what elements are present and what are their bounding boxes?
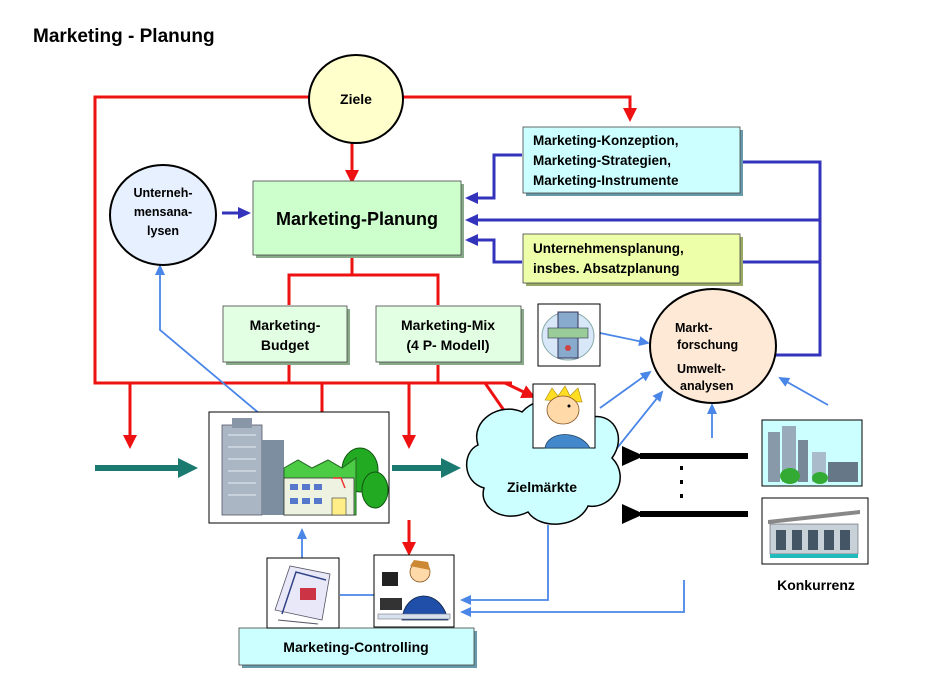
ziele-node: Ziele: [308, 54, 404, 144]
analysen-line-1: Unterneh-: [133, 186, 192, 200]
research-device-icon: [537, 303, 601, 367]
red-line-left-loop: [93, 95, 512, 385]
light-blue-arrows: [155, 264, 829, 617]
planung-label: Marketing-Planung: [276, 209, 438, 229]
konkurrenz-label: Konkurrenz: [777, 577, 855, 593]
konzeption-node: Marketing-Konzeption, Marketing-Strategi…: [522, 126, 743, 196]
marktforschung-node: Markt- forschung Umwelt- analysen: [649, 288, 777, 404]
worker-at-desk-icon: [373, 554, 455, 628]
blue-arrow-unternehmensplanung-to-planung: [465, 234, 522, 264]
marktforschung-line-1: Markt-: [675, 321, 713, 335]
page-title: Marketing - Planung: [33, 26, 215, 47]
mix-line-2: (4 P- Modell): [406, 337, 489, 353]
red-line-to-mix: [352, 273, 440, 305]
unternehmensanalysen-node: Unterneh- mensana- lysen: [109, 164, 217, 266]
zielmaerkte-label: Zielmärkte: [507, 479, 577, 495]
marktforschung-line-4: analysen: [680, 379, 734, 393]
lblue-arrow-device-to-research: [599, 332, 650, 347]
lblue-arrow-konkurrenz-to-research: [778, 377, 829, 406]
budget-line-2: Budget: [261, 337, 310, 353]
marketing-planung-node: Marketing-Planung: [252, 180, 464, 258]
city-skyline-icon: [761, 419, 863, 487]
unternehmensplanung-line-2: insbes. Absatzplanung: [533, 261, 680, 276]
business-person-icon: [532, 383, 596, 449]
flow-arrows: [95, 446, 748, 524]
store-building-icon: [761, 497, 869, 565]
marketing-controlling-node: Marketing-Controlling: [238, 627, 477, 668]
lblue-arrow-to-analysen: [155, 264, 286, 436]
blue-arrows: [222, 153, 822, 357]
konzeption-line-2: Marketing-Strategien,: [533, 153, 671, 168]
analysen-line-2: mensana-: [134, 205, 192, 219]
mix-line-1: Marketing-Mix: [401, 317, 495, 333]
lblue-arrow-markets-to-controlling: [460, 525, 549, 605]
analysen-line-3: lysen: [147, 224, 179, 238]
company-buildings-icon: [208, 411, 390, 524]
blue-line-from-marktforschung: [776, 220, 822, 357]
marketing-budget-node: Marketing- Budget: [222, 305, 350, 365]
konzeption-line-3: Marketing-Instrumente: [533, 173, 679, 188]
budget-line-1: Marketing-: [250, 317, 321, 333]
unternehmensplanung-node: Unternehmensplanung, insbes. Absatzplanu…: [522, 233, 743, 286]
lblue-arrow-research-to-controlling: [460, 580, 685, 617]
marktforschung-line-2: forschung: [677, 338, 738, 352]
marketing-mix-node: Marketing-Mix (4 P- Modell): [375, 305, 524, 365]
red-arrow-to-person: [504, 381, 536, 398]
ellipsis-dots: [680, 466, 683, 498]
unternehmensplanung-line-1: Unternehmensplanung,: [533, 241, 684, 256]
controlling-label: Marketing-Controlling: [283, 639, 428, 655]
red-arrow-to-konzeption: [400, 95, 637, 122]
marktforschung-line-3: Umwelt-: [677, 362, 726, 376]
konzeption-line-1: Marketing-Konzeption,: [533, 133, 679, 148]
ziele-label: Ziele: [340, 91, 372, 107]
blue-arrow-right-loop-to-planung: [465, 160, 822, 226]
red-arrows: [93, 95, 637, 556]
blue-arrow-konzeption-to-planung: [465, 153, 522, 204]
lblue-arrow-person-to-research: [599, 370, 652, 409]
red-line-to-budget: [287, 258, 354, 305]
newspaper-icon: [266, 557, 340, 629]
